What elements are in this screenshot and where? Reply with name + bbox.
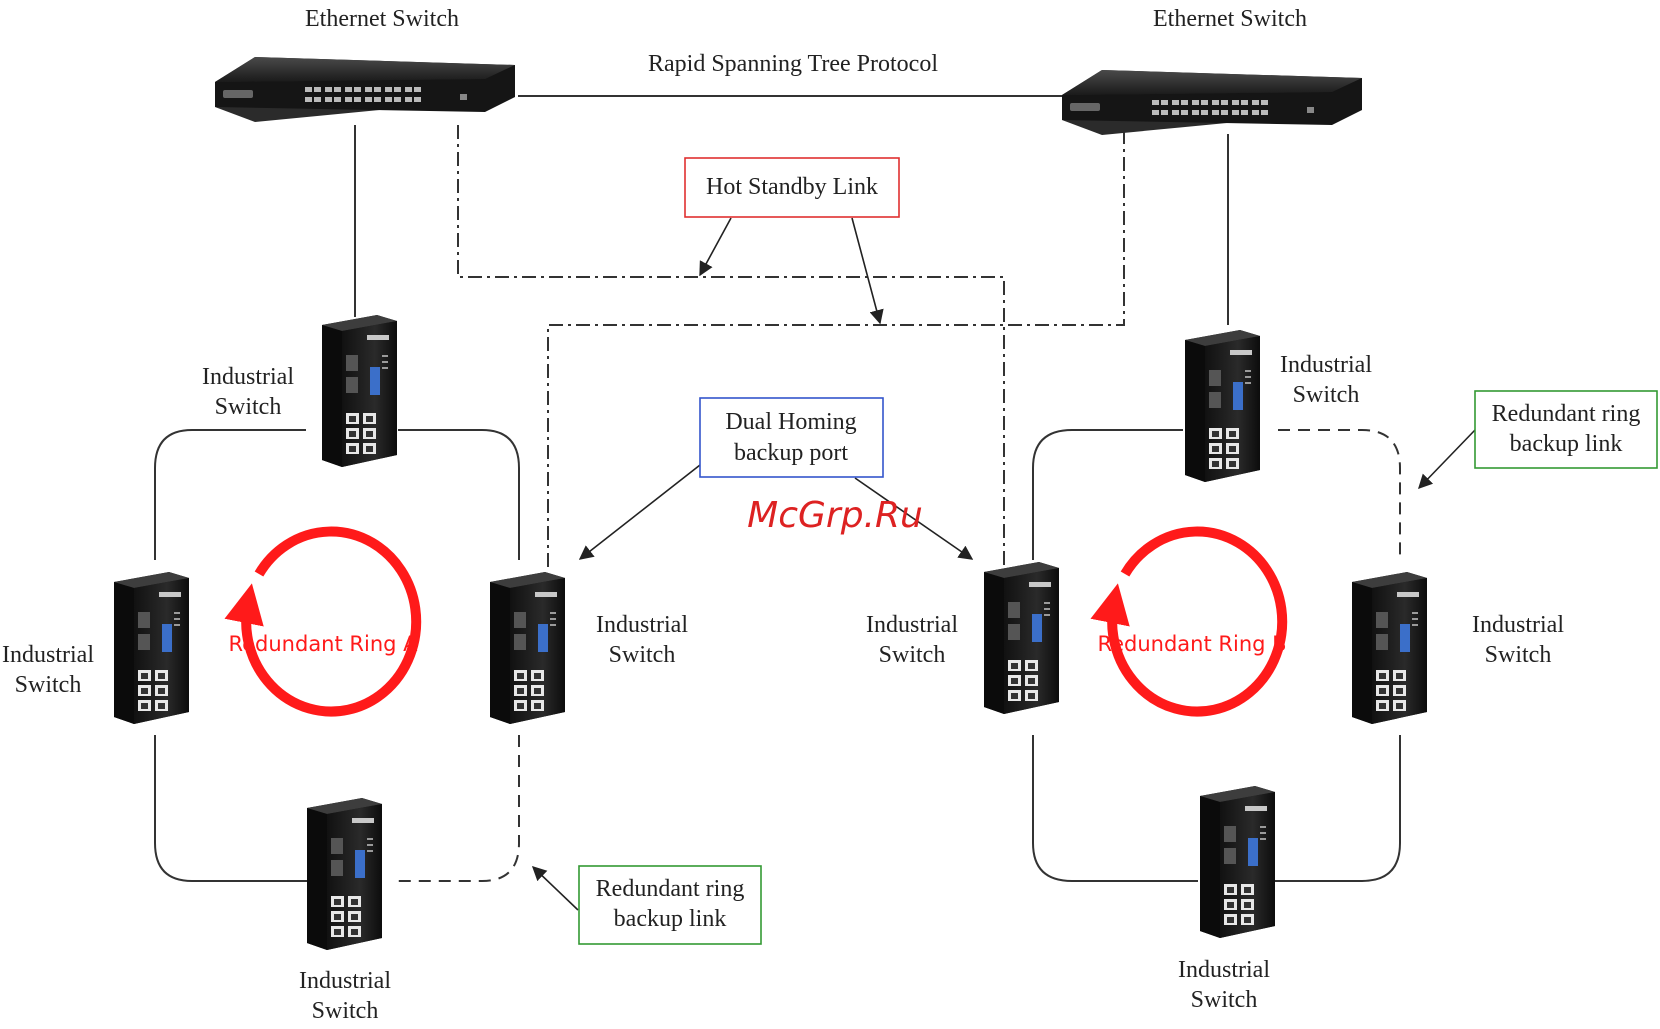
industrial-switch-b-left-label-1: Industrial [866, 612, 958, 638]
industrial-switch-a-top-label-1: Industrial [202, 364, 294, 390]
industrial-switch-a-bottom-label-1: Industrial [299, 968, 391, 994]
dual-homing-label-line2: backup port [734, 440, 848, 466]
ring-a-link-bottom-left [154, 735, 308, 882]
ring-b-backup-link [1278, 429, 1401, 560]
industrial-switch-b-left-label-2: Switch [879, 642, 946, 668]
industrial-switch-b-bottom-label-2: Switch [1191, 987, 1258, 1013]
industrial-switch-a-bottom-icon [307, 798, 382, 950]
backup-link-b-line2: backup link [1510, 431, 1623, 457]
industrial-switch-b-top-label-1: Industrial [1280, 352, 1372, 378]
backup-link-box-a [578, 865, 762, 945]
ethernet-switch-right-icon [1062, 70, 1362, 135]
dual-homing-box [699, 397, 884, 478]
ring-a-arrow-icon [224, 526, 422, 717]
ring-a-label: Redundant Ring A [228, 632, 418, 656]
ring-b-arrow-icon [1090, 526, 1288, 717]
ring-a-link-top-left [154, 429, 306, 560]
industrial-switch-b-bottom-icon [1200, 786, 1275, 938]
hot-standby-label: Hot Standby Link [706, 174, 878, 200]
backup-link-box-b [1474, 390, 1658, 469]
watermark: McGrp.Ru [747, 495, 923, 536]
ring-a-link-top-right [398, 429, 520, 560]
industrial-switch-a-right-label-1: Industrial [596, 612, 688, 638]
industrial-switch-b-right-icon [1352, 572, 1427, 724]
industrial-switch-a-left-label-2: Switch [15, 672, 82, 698]
industrial-switch-b-top-label-2: Switch [1293, 382, 1360, 408]
backup-link-b-line1: Redundant ring [1492, 401, 1641, 427]
industrial-switch-a-left-icon [114, 572, 189, 724]
backup-link-a-line1: Redundant ring [596, 876, 745, 902]
ring-b-link-bottom-right [1273, 735, 1401, 882]
hot-standby-link-right [547, 130, 1125, 567]
hot-standby-box [684, 157, 900, 218]
ring-b-label: Redundant Ring B [1097, 632, 1286, 656]
connection-lines [154, 95, 1401, 882]
industrial-switch-b-right-label-1: Industrial [1472, 612, 1564, 638]
ethernet-switch-left-icon [215, 57, 515, 122]
industrial-switch-a-right-label-2: Switch [609, 642, 676, 668]
industrial-switch-a-top-icon [322, 315, 397, 467]
industrial-switch-a-left-label-1: Industrial [2, 642, 94, 668]
backup-link-a-line2: backup link [614, 906, 727, 932]
dual-homing-label-line1: Dual Homing [725, 409, 856, 435]
industrial-switch-a-bottom-label-2: Switch [312, 998, 379, 1024]
hot-standby-link-left [457, 125, 1005, 567]
industrial-switch-b-right-label-2: Switch [1485, 642, 1552, 668]
ethernet-switch-right-label: Ethernet Switch [1153, 6, 1307, 32]
industrial-switch-b-top-icon [1185, 330, 1260, 482]
ring-a-backup-link [396, 735, 520, 882]
ring-b-link-top-left [1032, 429, 1183, 560]
industrial-switch-b-left-icon [984, 562, 1059, 714]
ethernet-switch-left-label: Ethernet Switch [305, 6, 459, 32]
ring-b-link-bottom-left [1032, 735, 1198, 882]
industrial-switch-a-top-label-2: Switch [215, 394, 282, 420]
industrial-switch-a-right-icon [490, 572, 565, 724]
callout-arrows [531, 217, 1476, 911]
industrial-switch-b-bottom-label-1: Industrial [1178, 957, 1270, 983]
rstp-label: Rapid Spanning Tree Protocol [648, 51, 938, 77]
